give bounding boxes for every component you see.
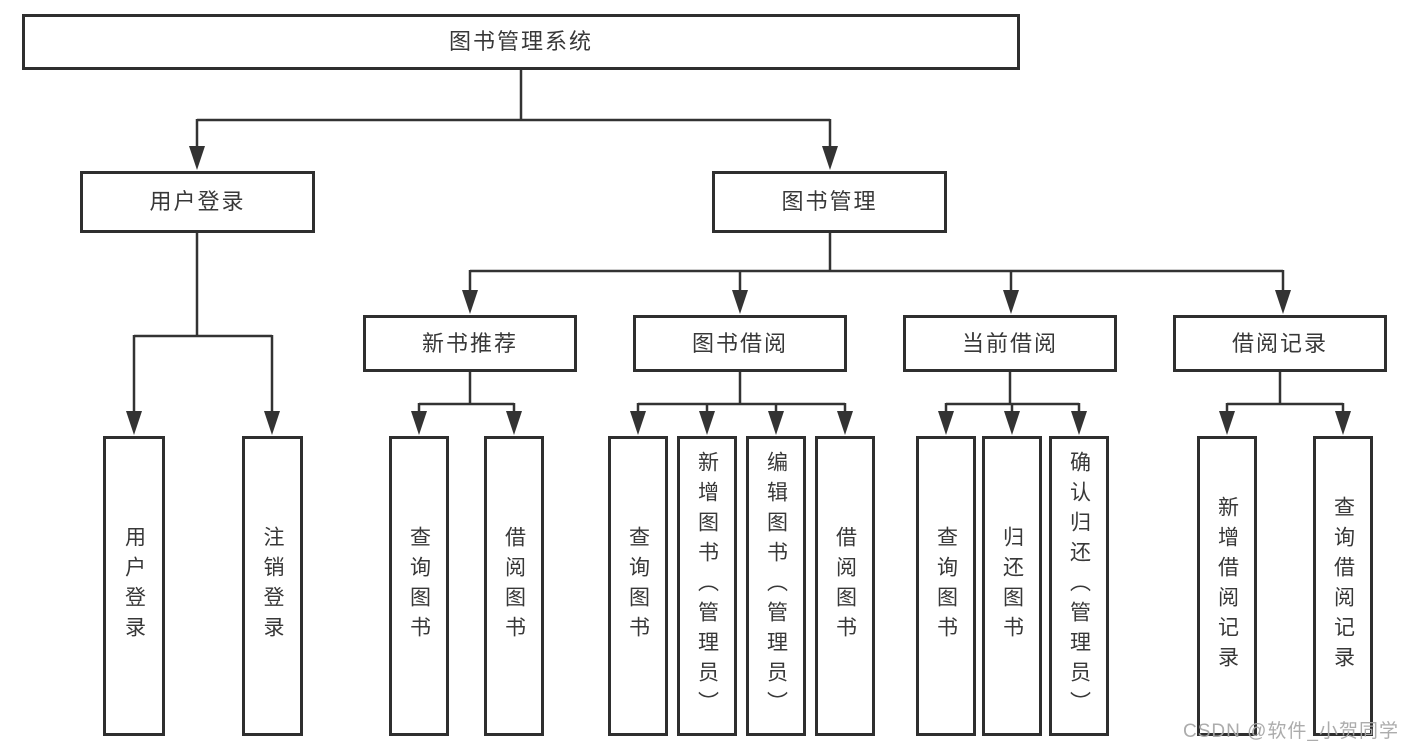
node-label: 注销登录	[261, 526, 284, 646]
node-label: 确认归还（管理员）	[1067, 451, 1091, 721]
node-label: 归还图书	[1000, 526, 1024, 646]
node-label: 借阅图书	[833, 526, 857, 646]
node-label: 查询图书	[626, 526, 650, 646]
node-label: 用户登录	[122, 526, 146, 646]
node-user-login-action: 用户登录	[103, 436, 165, 736]
node-query-borrow-record: 查询借阅记录	[1313, 436, 1373, 736]
node-label: 编辑图书（管理员）	[764, 451, 788, 721]
node-label: 图书借阅	[691, 330, 788, 356]
node-label: 借阅图书	[502, 526, 526, 646]
node-user-login: 用户登录	[80, 171, 315, 233]
node-label: 图书管理	[781, 189, 878, 214]
node-borrowing-records: 借阅记录	[1173, 315, 1387, 372]
node-borrow-books-borrowing: 借阅图书	[815, 436, 875, 736]
node-label: 图书管理系统	[448, 29, 593, 54]
node-add-books-admin: 新增图书（管理员）	[677, 436, 737, 736]
node-return-books: 归还图书	[982, 436, 1042, 736]
node-new-book-recommendation: 新书推荐	[363, 315, 577, 372]
node-confirm-return-admin: 确认归还（管理员）	[1049, 436, 1109, 736]
node-query-books-borrowing: 查询图书	[608, 436, 668, 736]
node-add-borrow-record: 新增借阅记录	[1197, 436, 1257, 736]
node-borrow-books-recommend: 借阅图书	[484, 436, 544, 736]
node-label: 查询图书	[934, 526, 958, 646]
node-query-books-recommend: 查询图书	[389, 436, 449, 736]
node-logout-action: 注销登录	[242, 436, 303, 736]
node-edit-books-admin: 编辑图书（管理员）	[746, 436, 806, 736]
node-book-management: 图书管理	[712, 171, 947, 233]
node-label: 查询借阅记录	[1331, 496, 1355, 676]
node-current-borrowing: 当前借阅	[903, 315, 1117, 372]
node-label: 用户登录	[149, 189, 246, 214]
node-label: 新增借阅记录	[1215, 496, 1239, 676]
watermark-text: CSDN @软件_小贺同学	[1183, 721, 1399, 742]
node-library-management-system: 图书管理系统	[22, 14, 1020, 70]
node-label: 当前借阅	[961, 330, 1058, 356]
node-label: 借阅记录	[1231, 330, 1328, 356]
node-query-books-current: 查询图书	[916, 436, 976, 736]
node-book-borrowing: 图书借阅	[633, 315, 847, 372]
node-label: 新书推荐	[421, 330, 518, 356]
node-label: 查询图书	[407, 526, 431, 646]
node-label: 新增图书（管理员）	[695, 451, 719, 721]
